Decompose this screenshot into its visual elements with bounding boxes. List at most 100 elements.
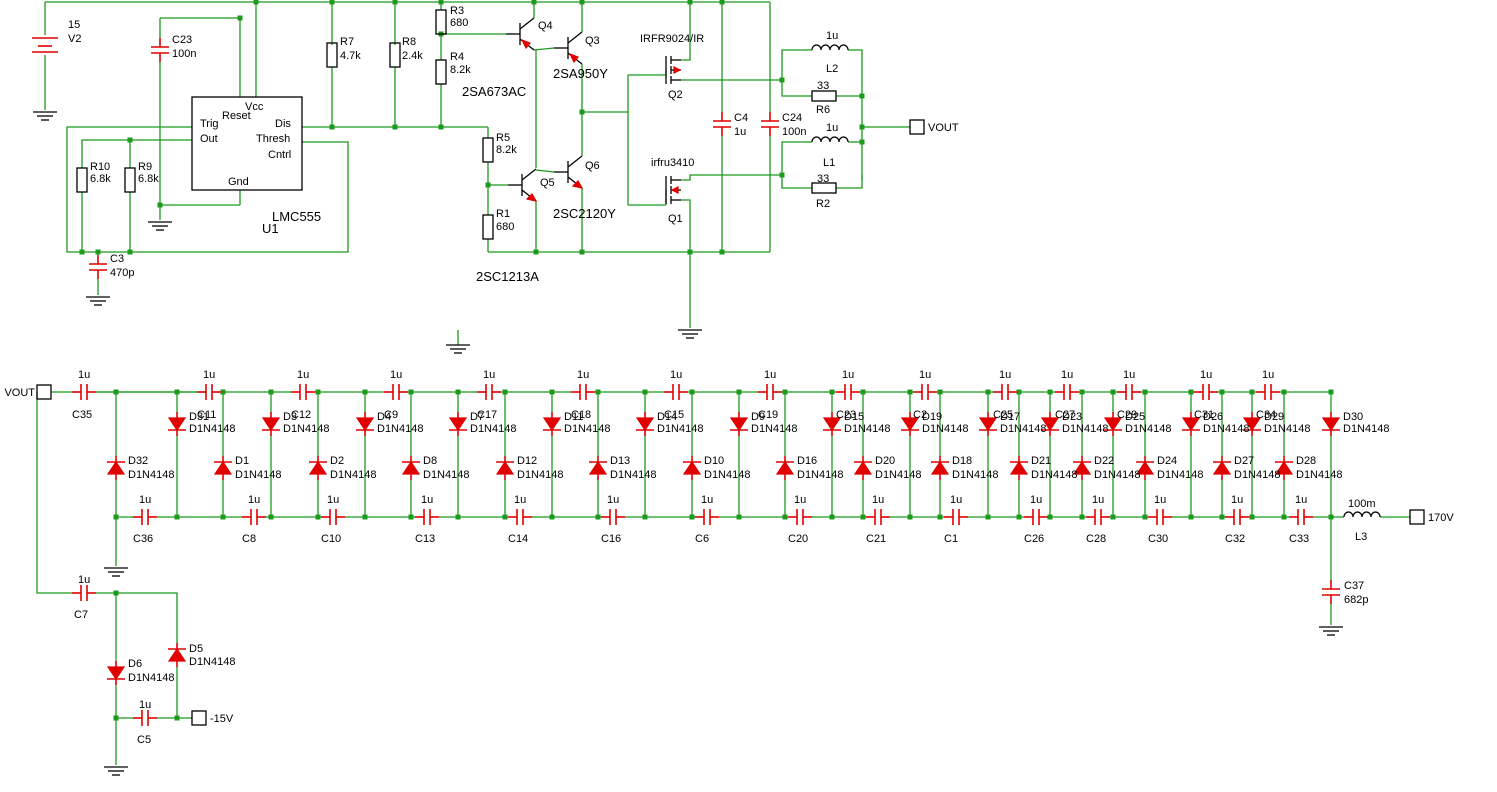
top-cap-ref: C23	[836, 409, 856, 421]
inductor-l3	[1343, 511, 1381, 518]
upper-diode-ref: D29	[1264, 411, 1284, 423]
res-r4	[435, 59, 447, 85]
lmc555-box	[191, 96, 303, 191]
junction	[549, 389, 555, 395]
bjt-q5	[508, 168, 538, 202]
top-cap-value: 1u	[390, 369, 402, 381]
ground-c3	[86, 296, 110, 306]
upper-diode-D25	[1103, 412, 1123, 436]
junction	[220, 514, 226, 520]
bot-cap-value: 1u	[1030, 494, 1042, 506]
lower-diode-D12	[495, 456, 515, 480]
bjt-arrow	[571, 180, 584, 189]
bot-cap-C16	[601, 509, 625, 525]
upper-diode-D4	[355, 412, 375, 436]
top-cap-C2	[913, 384, 937, 400]
wire	[81, 139, 192, 168]
cap-c37	[1322, 580, 1340, 604]
bot-cap-value: 1u	[1154, 494, 1166, 506]
upper-diode-type: D1N4148	[189, 423, 235, 435]
diode-triangle	[167, 417, 187, 432]
upper-diode-ref: D23	[1062, 411, 1082, 423]
upper-diode-type: D1N4148	[283, 423, 329, 435]
junction	[362, 389, 368, 395]
lower-diode-D24	[1135, 456, 1155, 480]
junction	[829, 389, 835, 395]
upper-diode-type: D1N4148	[1125, 423, 1171, 435]
junction	[642, 389, 648, 395]
bjt-arrow	[520, 38, 531, 50]
bot-cap-C8	[242, 509, 266, 525]
c23-ref: C23	[172, 34, 192, 46]
upper-diode-ref: D4	[377, 411, 391, 423]
q6-ref: Q6	[585, 160, 600, 172]
bot-cap-ref: C30	[1148, 533, 1168, 545]
lower-diode-ref: D12	[517, 455, 537, 467]
junction	[237, 15, 243, 21]
lower-diode-ref: D1	[235, 455, 249, 467]
top-cap-C31	[1194, 384, 1218, 400]
junction	[736, 514, 742, 520]
junction	[157, 202, 163, 208]
junction	[1110, 389, 1116, 395]
top-cap-value: 1u	[1262, 369, 1274, 381]
junction	[860, 389, 866, 395]
junction	[127, 249, 133, 255]
junction	[531, 0, 537, 5]
wires	[36, 0, 1410, 765]
wire	[681, 174, 782, 181]
top-cap-C27	[1055, 384, 1079, 400]
bot-cap-C36	[133, 509, 157, 525]
junction	[1281, 389, 1287, 395]
cap-c5	[133, 710, 157, 726]
c37-value: 682p	[1344, 594, 1368, 606]
lower-diode-ref: D21	[1031, 455, 1051, 467]
lower-diode-type: D1N4148	[128, 469, 174, 481]
pin-dis: Dis	[275, 118, 291, 130]
resistor-body	[124, 167, 136, 193]
top-cap-C25	[993, 384, 1017, 400]
c5-value: 1u	[139, 699, 151, 711]
d5-type: D1N4148	[189, 656, 235, 668]
top-cap-ref: C2	[913, 409, 927, 421]
port-neg15v: -15V	[191, 710, 234, 726]
ground-c37	[1319, 626, 1343, 636]
q4-type: 2SA673AC	[462, 84, 526, 99]
r4-value: 8.2k	[450, 64, 471, 76]
lower-diode-ref: D32	[128, 455, 148, 467]
diode-triangle	[930, 460, 950, 475]
bot-cap-C32	[1225, 509, 1249, 525]
junction	[315, 514, 321, 520]
l3-value: 100m	[1348, 498, 1376, 510]
junction	[736, 389, 742, 395]
junction	[907, 514, 913, 520]
r6-ref: R6	[816, 104, 830, 116]
r9-value: 6.8k	[138, 173, 159, 185]
junction	[1079, 389, 1085, 395]
diode-triangle	[682, 460, 702, 475]
bot-cap-C28	[1086, 509, 1110, 525]
junction	[438, 0, 444, 5]
junction	[859, 139, 865, 145]
top-cap-ref: C34	[1256, 409, 1276, 421]
c7-ref: C7	[74, 609, 88, 621]
diode-triangle	[1212, 460, 1232, 475]
wire	[781, 175, 812, 189]
upper-diode-type: D1N4148	[844, 423, 890, 435]
top-cap-value: 1u	[78, 369, 90, 381]
resistor-body	[482, 137, 494, 163]
upper-diode-D3	[261, 412, 281, 436]
lower-diode-D18	[930, 456, 950, 480]
lower-diode-type: D1N4148	[952, 469, 998, 481]
bot-cap-ref: C26	[1024, 533, 1044, 545]
lower-diode-D2	[308, 456, 328, 480]
junction	[779, 172, 785, 178]
junction	[1016, 514, 1022, 520]
bot-cap-C20	[788, 509, 812, 525]
diode-triangle	[261, 417, 281, 432]
bot-cap-ref: C28	[1086, 533, 1106, 545]
top-cap-ref: C15	[664, 409, 684, 421]
lower-diode-ref: D28	[1296, 455, 1316, 467]
